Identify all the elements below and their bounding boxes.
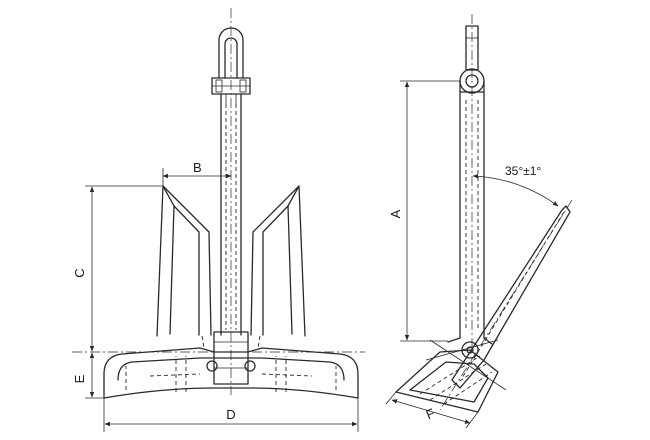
side-shank (447, 91, 493, 345)
dimension-label-a: A (388, 209, 403, 218)
dimension-f: F (385, 391, 479, 429)
dimension-label-b: B (193, 160, 202, 175)
side-view: A 35°±1° F (385, 14, 573, 429)
shackle (211, 27, 251, 104)
dimension-a: A (388, 80, 460, 342)
left-fluke (156, 185, 212, 337)
dimension-angle: 35°±1° (472, 164, 559, 207)
dimension-b: B (162, 160, 232, 186)
right-fluke (250, 185, 306, 337)
dimension-label-angle: 35°±1° (505, 164, 541, 178)
dimension-c: C (72, 185, 163, 352)
shank (220, 93, 242, 336)
dimension-label-f: F (424, 405, 437, 422)
front-view: B C E D (72, 8, 365, 432)
dimension-label-e: E (72, 374, 87, 383)
dimension-label-c: C (72, 268, 87, 277)
dimension-d: D (103, 398, 359, 432)
dimension-label-d: D (226, 407, 235, 422)
dimension-e: E (72, 352, 104, 399)
